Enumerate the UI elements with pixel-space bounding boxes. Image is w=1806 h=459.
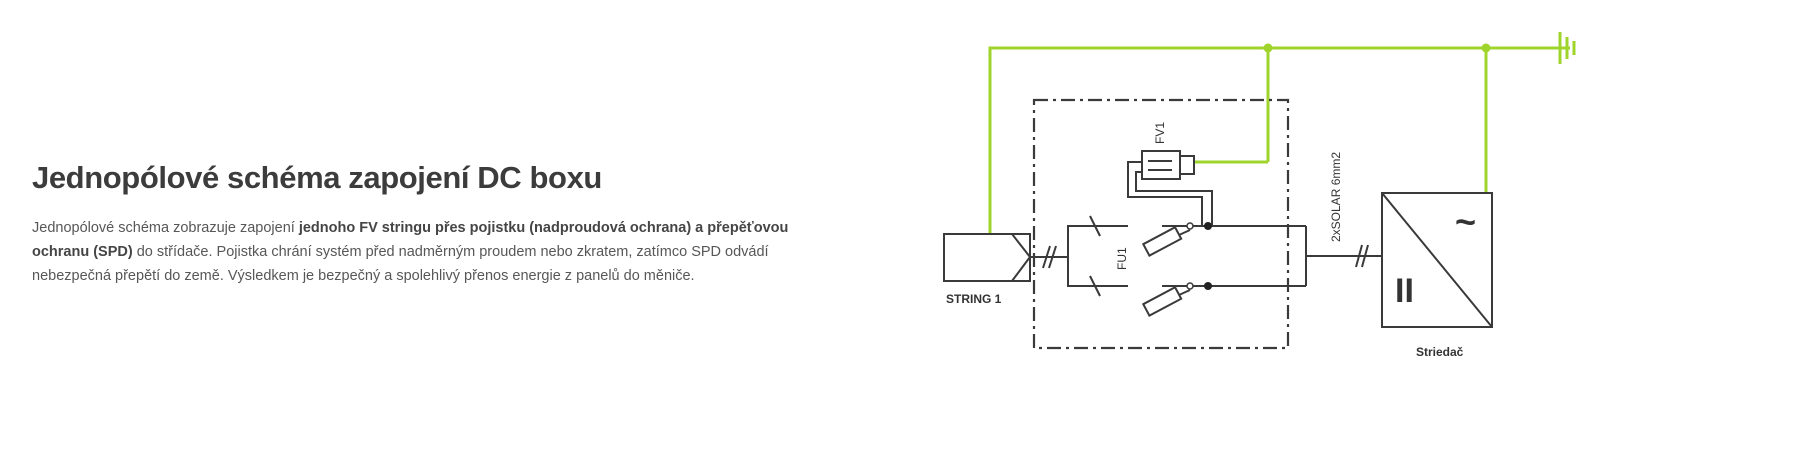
inverter-icon — [1381, 192, 1493, 328]
junction-dot — [1204, 222, 1212, 230]
spd-icon — [1141, 150, 1195, 180]
ground-wiring — [988, 46, 1570, 235]
fuse-icon — [1141, 225, 1183, 317]
section-title: Jednopólové schéma zapojení DC boxu — [32, 160, 602, 195]
string-panel-icon — [943, 233, 1032, 282]
cable-tick-marks — [1042, 244, 1369, 269]
wiring-diagram: STRING 1 FV1 F — [943, 32, 1576, 359]
inverter-label: Striedač — [1416, 345, 1464, 359]
description-part: do střídače. Pojistka chrání systém před… — [32, 244, 769, 284]
fuse-label: FU1 — [1115, 247, 1129, 270]
ground-junction-dot — [1263, 43, 1273, 53]
string-label: STRING 1 — [946, 292, 1002, 306]
section-description: Jednopólové schéma zobrazuje zapojení je… — [32, 216, 822, 288]
spd-label: FV1 — [1153, 122, 1167, 144]
dc-box-enclosure — [1032, 98, 1290, 350]
switch-contact — [1186, 222, 1194, 230]
ground-junction-dot — [1481, 43, 1491, 53]
switch-contact — [1186, 282, 1194, 290]
junction-dot — [1204, 282, 1212, 290]
description-part: Jednopólové schéma zobrazuje zapojení — [32, 220, 299, 236]
cable-label: 2xSOLAR 6mm2 — [1329, 152, 1343, 242]
text-block: Jednopólové schéma zapojení DC boxu Jedn… — [32, 160, 822, 288]
inverter-dc-symbol: II — [1395, 272, 1414, 310]
earth-icon — [1558, 32, 1576, 64]
inverter-ac-symbol: ~ — [1455, 201, 1476, 242]
description-part-bold: jednoho FV stringu přes pojistku (nadpro… — [32, 220, 789, 260]
